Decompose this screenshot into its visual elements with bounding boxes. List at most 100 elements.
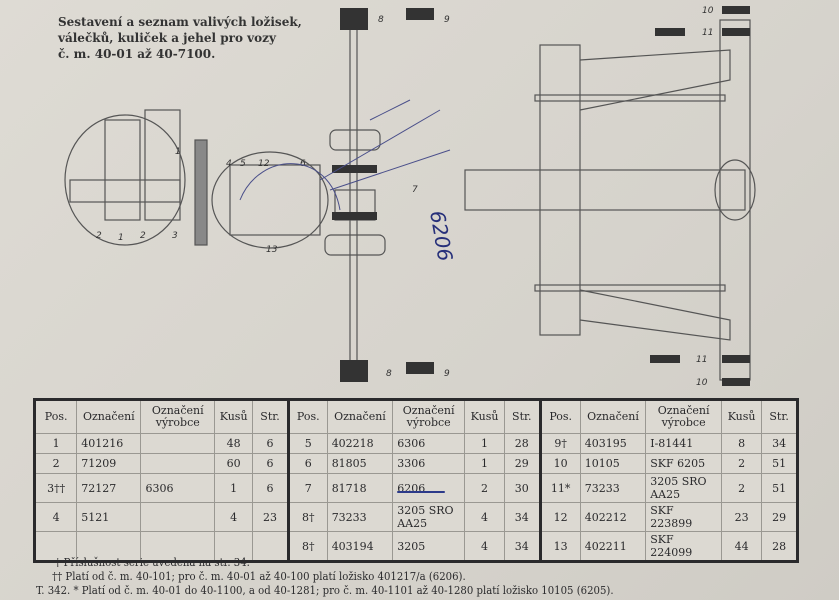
label-9: 9 <box>444 15 450 25</box>
footnote: † Příslušnost serie uvedena na str. 34. <box>36 556 250 569</box>
table-cell: 71209 <box>76 453 142 474</box>
table-cell <box>140 531 216 562</box>
table-cell: 4 <box>214 502 254 532</box>
table-cell: 6306 <box>140 473 216 503</box>
table-cell: 34 <box>503 502 541 532</box>
table-cell: 5 <box>286 433 328 454</box>
label-1: 1 <box>118 233 124 243</box>
table-cell: 81718 <box>326 473 394 503</box>
table-cell: 4 <box>33 502 78 532</box>
label-10: 10 <box>696 378 708 388</box>
table-cell: 6 <box>252 453 289 474</box>
table-cell: 402212 <box>579 502 647 532</box>
table-cell: 48 <box>214 433 254 454</box>
footnote: †† Platí od č. m. 40-101; pro č. m. 40-0… <box>36 570 466 583</box>
table-cell: 10105 <box>579 453 647 474</box>
label-3: 3 <box>172 231 178 241</box>
table-cell: 1 <box>464 453 505 474</box>
table-cell: 4 <box>464 531 505 562</box>
table-cell: 34 <box>761 433 798 454</box>
label-11: 11 <box>702 28 713 38</box>
label-2: 2 <box>96 231 102 241</box>
table-cell: 29 <box>503 453 541 474</box>
table-cell: 9† <box>538 433 581 454</box>
label-12: 12 <box>258 159 270 169</box>
table-cell: 402211 <box>579 531 647 562</box>
column-header: Str. <box>503 399 541 434</box>
table-cell: 403194 <box>326 531 394 562</box>
table-cell: 81805 <box>326 453 394 474</box>
table-cell: 12 <box>538 502 581 532</box>
title-line: válečků, kuliček a jehel pro vozy <box>58 31 276 45</box>
table-cell: 2 <box>720 473 763 503</box>
column-header: Kusů <box>720 399 763 434</box>
label-8: 8 <box>386 369 392 379</box>
table-cell <box>76 531 142 562</box>
table-cell <box>214 531 254 562</box>
table-cell: 8† <box>286 502 328 532</box>
table-cell: 1 <box>464 433 505 454</box>
label-4: 4 <box>226 159 232 169</box>
column-header: Označení výrobce <box>140 399 216 434</box>
table-cell <box>140 502 216 532</box>
column-header: Označení <box>579 399 647 434</box>
table-cell: 6 <box>252 433 289 454</box>
column-header: Str. <box>761 399 798 434</box>
footnotes: † Příslušnost serie uvedena na str. 34. … <box>36 556 614 598</box>
table-cell: 51 <box>761 473 798 503</box>
table-cell: SKF 6205 <box>645 453 722 474</box>
table-cell: 401216 <box>76 433 142 454</box>
table-cell <box>33 531 78 562</box>
table-cell: 73233 <box>579 473 647 503</box>
label-10: 10 <box>702 6 714 16</box>
table-cell: 6 <box>286 453 328 474</box>
table-cell: 3205 SRO AA25 <box>392 502 466 532</box>
table-cell <box>252 531 289 562</box>
column-header: Označení <box>326 399 394 434</box>
column-header: Pos. <box>33 399 78 434</box>
pencil-marks <box>239 99 451 211</box>
column-header: Pos. <box>286 399 328 434</box>
drawing-lines <box>64 19 756 381</box>
table-cell: SKF 224099 <box>645 531 722 562</box>
table-cell: 1 <box>214 473 254 503</box>
table-cell: 3205 <box>392 531 466 562</box>
table-cell: 60 <box>214 453 254 474</box>
table-cell: 34 <box>503 531 541 562</box>
label-9: 9 <box>444 369 450 379</box>
table-cell: 2 <box>464 473 505 503</box>
column-header: Str. <box>252 399 289 434</box>
label-8: 8 <box>378 15 384 25</box>
table-cell <box>140 433 216 454</box>
table-cell: 29 <box>761 502 798 532</box>
ink-underline <box>397 491 445 493</box>
table-cell: 402218 <box>326 433 394 454</box>
table-cell: 28 <box>761 531 798 562</box>
label-7: 7 <box>412 185 418 195</box>
table-cell: 11* <box>538 473 581 503</box>
label-1: 1 <box>175 147 181 157</box>
table-cell: 6306 <box>392 433 466 454</box>
footnote: T. 342. * Platí od č. m. 40-01 do 40-110… <box>36 584 614 597</box>
table-cell: 10 <box>538 453 581 474</box>
label-11: 11 <box>696 355 707 365</box>
table-cell: 403195 <box>579 433 647 454</box>
table-cell <box>140 453 216 474</box>
table-cell: 44 <box>720 531 763 562</box>
column-header: Označení výrobce <box>392 399 466 434</box>
table-cell: 7 <box>286 473 328 503</box>
table-cell: 3†† <box>33 473 78 503</box>
title-line: č. m. 40-01 až 40-7100. <box>58 47 216 61</box>
table-cell: 5121 <box>76 502 142 532</box>
table-cell: SKF 223899 <box>645 502 722 532</box>
label-5: 5 <box>240 159 246 169</box>
table-cell: 51 <box>761 453 798 474</box>
table-cell: 1 <box>33 433 78 454</box>
table-cell: I-81441 <box>645 433 722 454</box>
handwritten-note: 6206 <box>425 209 457 263</box>
table-cell: 23 <box>252 502 289 532</box>
